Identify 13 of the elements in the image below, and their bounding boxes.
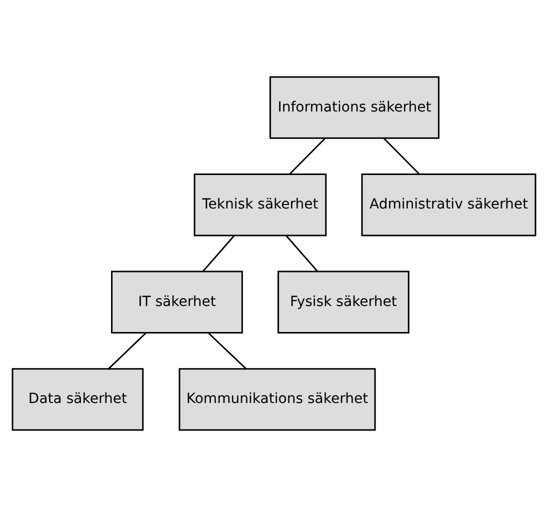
connector — [208, 332, 247, 369]
node-box: Kommunikations säkerhet — [178, 368, 376, 430]
connector — [108, 332, 147, 369]
connector — [286, 234, 318, 272]
connector — [288, 137, 326, 174]
connector — [383, 137, 420, 174]
node-box: Data säkerhet — [12, 368, 144, 430]
node-box: IT säkerhet — [111, 270, 243, 333]
node-box: Informations säkerhet — [269, 76, 440, 138]
node-box: Fysisk säkerhet — [278, 270, 410, 333]
node-box: Teknisk säkerhet — [194, 173, 327, 236]
connector — [202, 234, 235, 272]
node-box: Administrativ säkerhet — [361, 173, 536, 236]
